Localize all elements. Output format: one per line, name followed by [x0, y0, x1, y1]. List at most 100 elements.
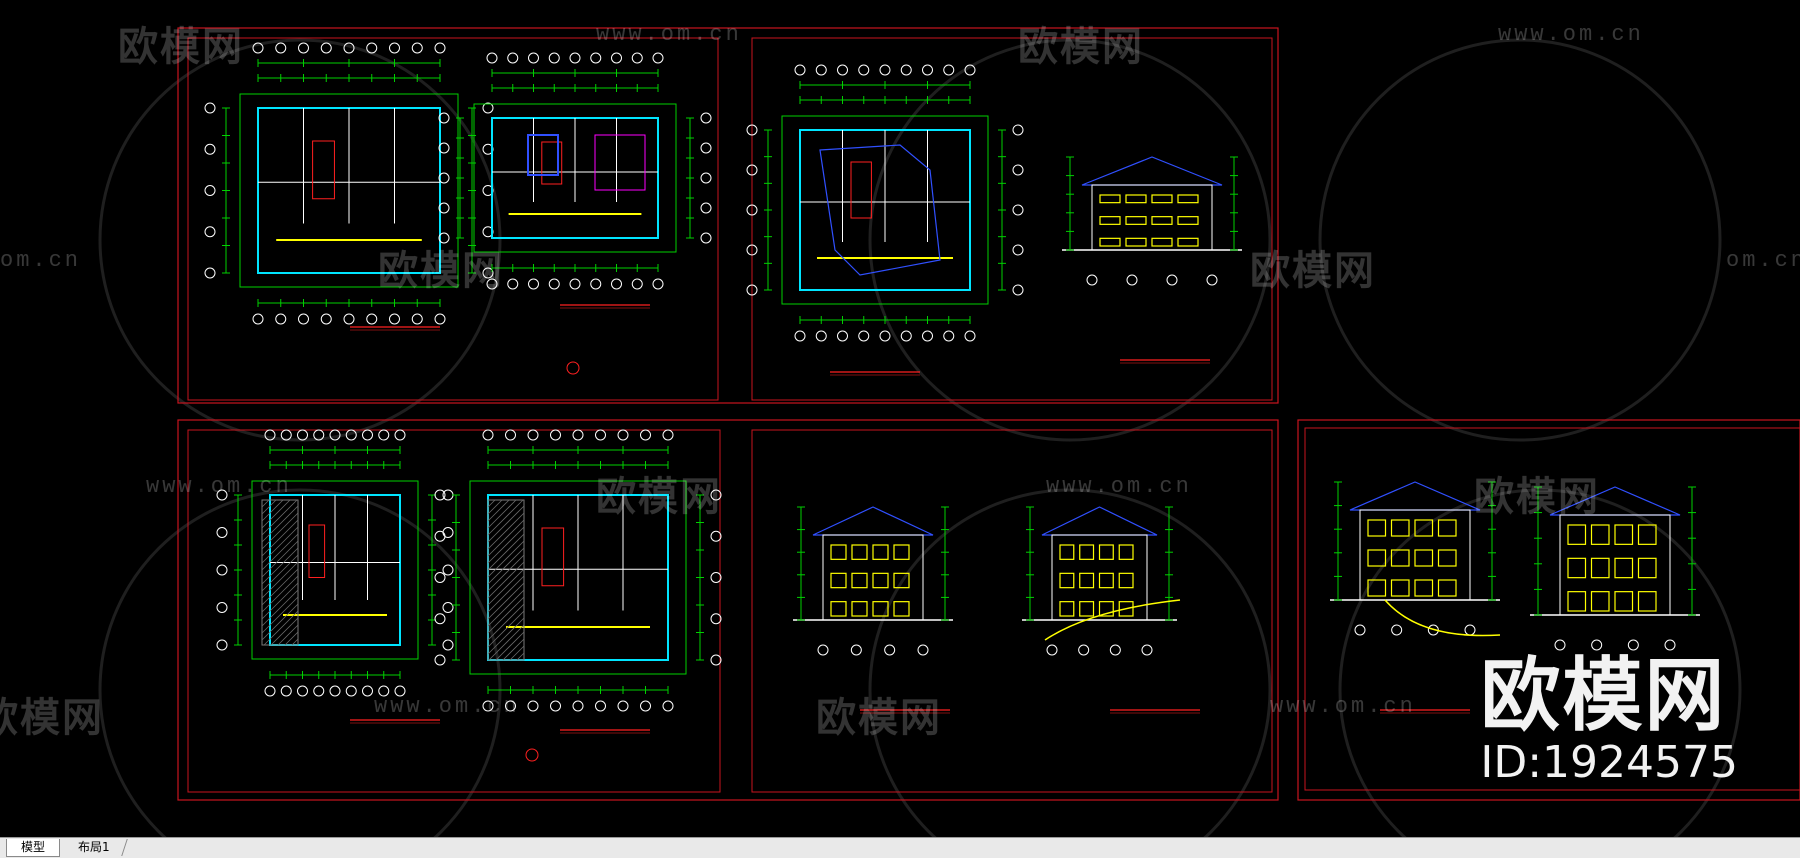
plan-basement-grid [442, 564, 454, 576]
plan-roof-grid [964, 64, 976, 76]
tab-layout1[interactable]: 布局1 [61, 839, 128, 856]
watermark-arc [868, 38, 1272, 442]
plan-first-grid [700, 172, 712, 184]
plan-roof-grid [794, 64, 806, 76]
plan-ground-outline [239, 93, 459, 288]
section-a-window [1637, 524, 1657, 545]
plan-ground-grid [252, 42, 264, 54]
terrain-hatch-hatch [516, 652, 525, 661]
elevation-south-window [1177, 216, 1199, 225]
terrain-curve [1044, 599, 1181, 641]
terrain-hatch [487, 499, 525, 661]
plan-basement-grid [329, 685, 341, 697]
plan-basement-grid [280, 429, 292, 441]
terrain-hatch-hatch [487, 582, 525, 620]
tab-layout1-label: 布局1 [78, 840, 110, 854]
plan-second-grid [434, 572, 446, 583]
elevation-front-window [872, 572, 889, 589]
sheet-border [751, 429, 1273, 793]
sheet-border [187, 37, 719, 401]
elevation-side-window [1098, 601, 1114, 617]
terrain-hatch-hatch [261, 589, 299, 627]
tab-model[interactable]: 模型 [6, 839, 61, 857]
terrain-hatch-hatch [487, 499, 503, 515]
plan-roof-grid [746, 164, 758, 176]
plan-roof-grid [943, 64, 955, 76]
plan-ground-grid [252, 313, 264, 325]
elevation-side-window [1118, 544, 1134, 560]
plan-second-grid [710, 530, 722, 542]
elevation-front-window [830, 601, 847, 617]
watermark-arc [1338, 488, 1742, 838]
elevation-west-grid [1354, 624, 1366, 636]
drawing-canvas[interactable] [0, 0, 1800, 838]
terrain-hatch-hatch [487, 499, 496, 508]
plan-first-grid [507, 278, 519, 290]
elevation-front-grid [884, 644, 896, 656]
elevation-front-window [893, 572, 910, 589]
plan-roof-grid [943, 330, 955, 342]
detail-callout [525, 748, 539, 762]
plan-basement-grid [442, 602, 454, 613]
plan-second-grid [434, 654, 446, 666]
terrain-hatch-hatch [487, 589, 525, 627]
elevation-front-grid [817, 644, 829, 656]
watermark-brand: 欧模网 [816, 695, 942, 741]
plan-first-grid [700, 112, 712, 124]
watermark-url: www.om.cn [1498, 22, 1644, 47]
plan-first-grid [569, 278, 581, 290]
elevation-side-window [1079, 601, 1095, 617]
plan-second-grid [662, 429, 674, 441]
plan-ground-grid [298, 42, 309, 54]
watermark-arc [1318, 38, 1722, 442]
watermark-arc [98, 488, 502, 838]
roof-outline [819, 144, 941, 276]
elevation-side-grid [1141, 644, 1153, 656]
elevation-side-window [1118, 572, 1134, 589]
plan-roof-grid [837, 64, 848, 76]
terrain-hatch-hatch [487, 519, 525, 557]
section-a-window [1590, 591, 1610, 612]
plan-second-grid [617, 429, 629, 441]
watermark-brand: 欧模网 [0, 695, 104, 741]
plan-second-grid [595, 429, 606, 441]
plan-first-grid [611, 278, 622, 290]
elevation-south-grid [1206, 274, 1218, 286]
terrain-hatch-hatch [487, 512, 525, 550]
plan-ground-grid [389, 313, 400, 325]
sheet-border [187, 429, 721, 793]
elevation-side-grid [1078, 644, 1090, 656]
watermark-brand: 欧模网 [1474, 474, 1600, 520]
plan-second-grid [662, 700, 674, 712]
plan-roof-grid [922, 64, 933, 76]
elevation-south-window [1099, 194, 1121, 204]
plan-roof-grid [746, 284, 758, 296]
terrain-hatch-hatch [261, 512, 299, 550]
terrain-hatch-hatch [487, 603, 525, 641]
plan-first-grid [438, 202, 450, 214]
plan-ground-grid [204, 102, 216, 114]
plan-first-grid [528, 278, 539, 290]
elevation-west-window [1437, 579, 1457, 597]
terrain-hatch-hatch [502, 638, 525, 661]
section-a-window [1590, 557, 1610, 579]
elevation-west-window [1367, 549, 1387, 567]
elevation-south-window [1151, 237, 1173, 247]
plan-first-grid [548, 278, 560, 290]
plan-second-stair [541, 527, 565, 587]
terrain-hatch-hatch [261, 499, 298, 536]
plan-first-grid [507, 52, 519, 64]
layout-tab-bar: 模型 布局1 [0, 837, 1800, 858]
plan-ground-grid [204, 267, 216, 279]
elevation-side-window [1098, 572, 1114, 589]
plan-first-grid [590, 52, 602, 64]
terrain-hatch-hatch [263, 610, 299, 646]
plan-first-grid [611, 52, 622, 64]
terrain-hatch-hatch [487, 533, 525, 571]
elevation-west-window [1437, 549, 1457, 567]
plan-ground-grid [434, 313, 446, 325]
terrain-hatch [261, 499, 299, 646]
watermark-url: www.om.cn [1046, 474, 1192, 499]
terrain-hatch-hatch [261, 596, 299, 634]
plan-roof-grid [746, 244, 758, 256]
